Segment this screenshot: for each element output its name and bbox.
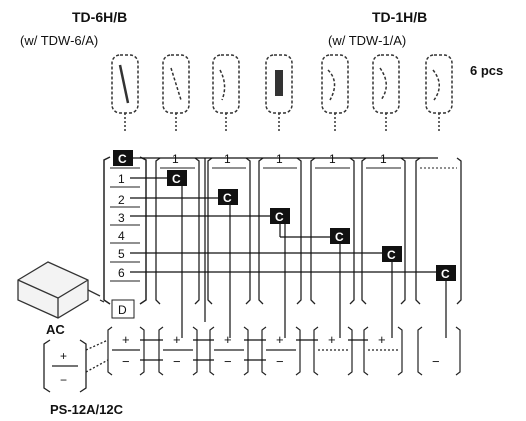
sub-terminal-1-boxes: 1 1 1 1 1 bbox=[160, 152, 457, 169]
master-terminal-list: 1 2 3 4 5 6 bbox=[118, 172, 125, 280]
power-supply-unit bbox=[43, 339, 109, 393]
sub2-terminal-label: 1 bbox=[224, 152, 231, 166]
power-supply-label: PS-12A/12C bbox=[50, 402, 124, 417]
sub1-common-terminal bbox=[167, 170, 187, 186]
sub6-common-label: C bbox=[441, 267, 450, 281]
sub2-common-terminal bbox=[218, 189, 238, 205]
plus-sign-1: + bbox=[122, 332, 130, 347]
master-unit-bracket bbox=[103, 156, 147, 305]
sub6-common-terminal bbox=[436, 265, 456, 281]
minus-sign-3: − bbox=[224, 354, 232, 369]
sub4-common-label: C bbox=[335, 230, 344, 244]
master-common-terminal bbox=[113, 150, 133, 166]
sub5-common-label: C bbox=[387, 248, 396, 262]
handset-2-icon bbox=[162, 54, 190, 132]
plus-signs: + + + + + + bbox=[122, 332, 386, 347]
sub3-terminal-label: 1 bbox=[276, 152, 283, 166]
handset-7-icon bbox=[425, 54, 453, 132]
handsets bbox=[111, 54, 453, 132]
master-terminal-4: 4 bbox=[118, 229, 125, 243]
sub3-common-label: C bbox=[275, 210, 284, 224]
sub3-common-terminal bbox=[270, 208, 290, 224]
master-common-label: C bbox=[118, 152, 127, 166]
ac-adapter-icon bbox=[17, 261, 101, 319]
sub5-terminal-label: 1 bbox=[380, 152, 387, 166]
sub2-common-label: C bbox=[223, 191, 232, 205]
plus-sign-4: + bbox=[276, 332, 284, 347]
ps-plus-sign: + bbox=[60, 349, 67, 363]
minus-sign-7: − bbox=[432, 354, 440, 369]
ps-minus-sign: − bbox=[60, 373, 67, 387]
sub4-common-terminal bbox=[330, 228, 350, 244]
handset-3-icon bbox=[212, 54, 240, 132]
sub1-common-label: C bbox=[172, 172, 181, 186]
sub5-common-terminal bbox=[382, 246, 402, 262]
minus-sign-4: − bbox=[276, 354, 284, 369]
plus-sign-6: + bbox=[378, 332, 386, 347]
title-left: TD-6H/B bbox=[72, 9, 127, 25]
master-terminal-5: 5 bbox=[118, 247, 125, 261]
sub-common-terminals: C C C C C C bbox=[167, 170, 456, 281]
sub1-terminal-label: 1 bbox=[172, 152, 179, 166]
handset-1-icon bbox=[111, 54, 139, 132]
terminal-separators bbox=[110, 167, 140, 282]
door-terminal bbox=[111, 299, 135, 319]
subtitle-right: (w/ TDW-1/A) bbox=[328, 33, 406, 48]
master-terminal-3: 3 bbox=[118, 211, 125, 225]
plus-sign-5: + bbox=[328, 332, 336, 347]
master-terminal-2: 2 bbox=[118, 193, 125, 207]
power-bus-lines bbox=[140, 339, 368, 361]
handset-6-icon bbox=[372, 54, 400, 132]
handset-5-icon bbox=[321, 54, 349, 132]
count-label: 6 pcs bbox=[470, 63, 503, 78]
door-terminal-label: D bbox=[118, 303, 127, 317]
minus-sign-1: − bbox=[122, 354, 130, 369]
master-terminal-1: 1 bbox=[118, 172, 125, 186]
subtitle-left: (w/ TDW-6/A) bbox=[20, 33, 98, 48]
plus-sign-3: + bbox=[224, 332, 232, 347]
handset-4-icon bbox=[265, 54, 293, 132]
ac-label: AC bbox=[46, 322, 65, 337]
sub-unit-brackets bbox=[155, 157, 462, 305]
minus-signs: − − − − − bbox=[122, 354, 440, 369]
minus-sign-2: − bbox=[173, 354, 181, 369]
wiring-lines bbox=[130, 157, 447, 338]
power-terminals bbox=[107, 326, 461, 376]
master-terminal-6: 6 bbox=[118, 266, 125, 280]
plus-sign-2: + bbox=[173, 332, 181, 347]
title-right: TD-1H/B bbox=[372, 9, 427, 25]
sub4-terminal-label: 1 bbox=[329, 152, 336, 166]
